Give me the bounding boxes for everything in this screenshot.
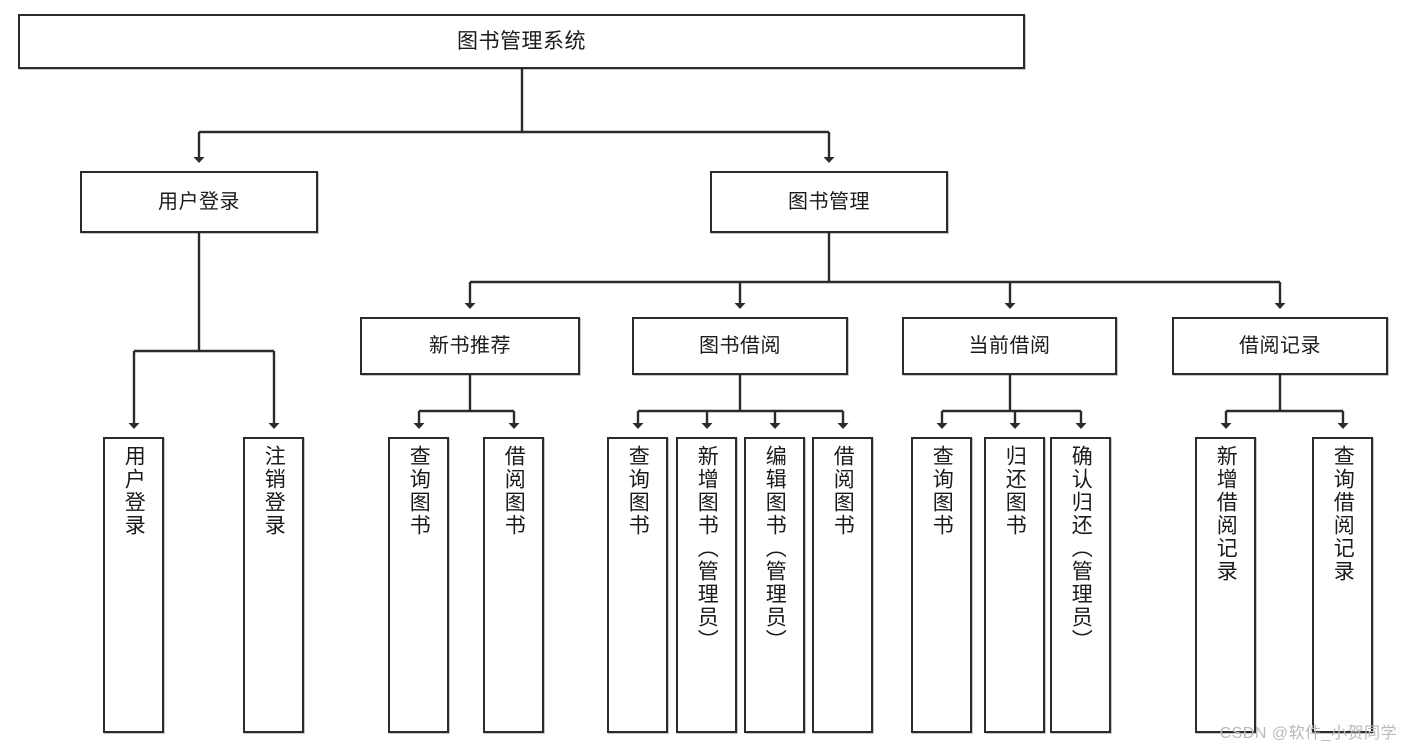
node-user-login[interactable]: 用户登录 [80, 171, 318, 233]
node-borrow-record-label: 借阅记录 [1239, 334, 1321, 357]
node-leaf-user-login[interactable]: 用户登录 [103, 437, 164, 733]
node-leaf-user-logout[interactable]: 注销登录 [243, 437, 304, 733]
node-current-borrow[interactable]: 当前借阅 [902, 317, 1117, 375]
node-leaf-confirm-return[interactable]: 确认归还（管理员） [1050, 437, 1111, 733]
node-leaf-query-book-label: 查询图书 [626, 445, 650, 537]
node-leaf-confirm-return-label: 确认归还（管理员） [1069, 445, 1093, 652]
watermark-text: CSDN @软件_小贺同学 [1219, 725, 1397, 742]
node-leaf-query-book[interactable]: 查询图书 [607, 437, 668, 733]
node-leaf-return-book-label: 归还图书 [1003, 445, 1027, 537]
node-leaf-edit-book-admin[interactable]: 编辑图书（管理员） [744, 437, 805, 733]
node-leaf-user-logout-label: 注销登录 [262, 445, 286, 537]
node-leaf-borrow-book-rec-label: 借阅图书 [502, 445, 526, 537]
node-leaf-edit-book-admin-label: 编辑图书（管理员） [763, 445, 787, 652]
node-leaf-return-book[interactable]: 归还图书 [984, 437, 1045, 733]
node-leaf-borrow-book-rec[interactable]: 借阅图书 [483, 437, 544, 733]
node-leaf-add-book-admin-label: 新增图书（管理员） [695, 445, 719, 652]
node-leaf-add-borrow-rec-label: 新增借阅记录 [1214, 445, 1238, 583]
node-book-manage-label: 图书管理 [788, 190, 870, 213]
node-root-label: 图书管理系统 [457, 29, 586, 53]
node-root[interactable]: 图书管理系统 [18, 14, 1025, 69]
node-leaf-user-login-label: 用户登录 [122, 445, 146, 537]
node-current-borrow-label: 当前借阅 [968, 334, 1051, 357]
node-book-manage[interactable]: 图书管理 [710, 171, 948, 233]
node-leaf-add-book-admin[interactable]: 新增图书（管理员） [676, 437, 737, 733]
node-leaf-add-borrow-rec[interactable]: 新增借阅记录 [1195, 437, 1256, 733]
node-borrow-record[interactable]: 借阅记录 [1172, 317, 1388, 375]
node-leaf-borrow-book[interactable]: 借阅图书 [812, 437, 873, 733]
node-new-book-rec[interactable]: 新书推荐 [360, 317, 580, 375]
node-book-borrow[interactable]: 图书借阅 [632, 317, 848, 375]
node-book-borrow-label: 图书借阅 [699, 334, 781, 357]
node-leaf-query-book-cur[interactable]: 查询图书 [911, 437, 972, 733]
node-leaf-query-book-rec-label: 查询图书 [407, 445, 431, 537]
node-leaf-query-book-cur-label: 查询图书 [930, 445, 954, 537]
node-leaf-query-book-rec[interactable]: 查询图书 [388, 437, 449, 733]
node-leaf-borrow-book-label: 借阅图书 [831, 445, 855, 537]
node-new-book-rec-label: 新书推荐 [429, 334, 511, 357]
node-leaf-query-borrow-rec-label: 查询借阅记录 [1331, 445, 1355, 583]
node-leaf-query-borrow-rec[interactable]: 查询借阅记录 [1312, 437, 1373, 733]
node-user-login-label: 用户登录 [158, 190, 240, 213]
